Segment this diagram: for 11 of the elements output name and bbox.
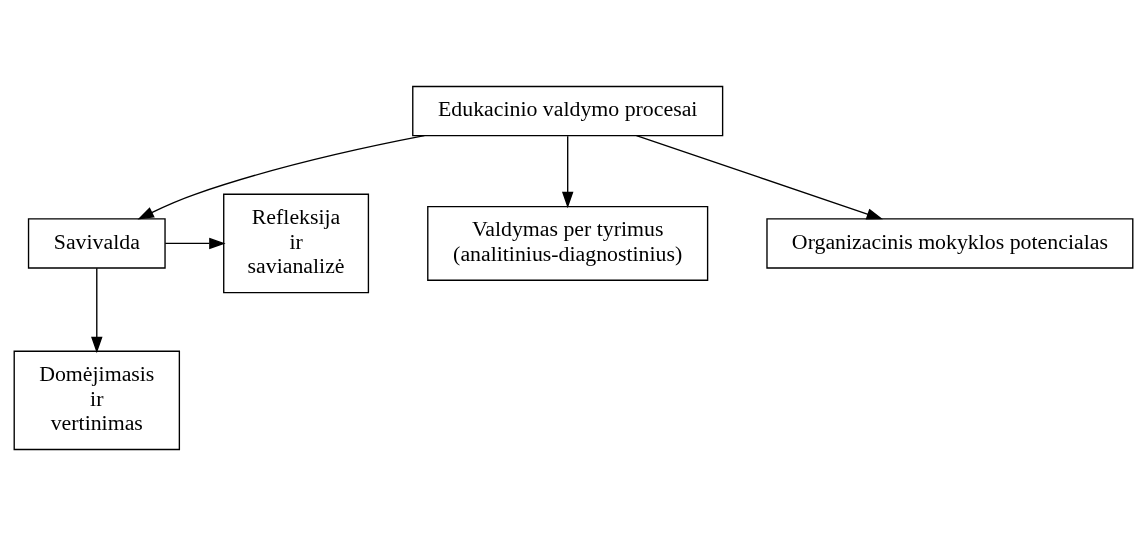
arrow: [561, 135, 574, 209]
node-box: Edukacinio valdymo procesai: [412, 85, 724, 137]
node-box: Valdymas per tyrimus (analitinius-diagnostinius): [427, 205, 709, 281]
node-box: Savivalda: [27, 218, 166, 269]
arrow: [635, 135, 883, 220]
node-box: Refleksija ir savianalizė: [223, 193, 370, 294]
node-box: Organizacinis mokyklos potencialas: [766, 218, 1134, 269]
arrow: [91, 267, 103, 354]
node-box: Domėjimasis ir vertinimas: [13, 350, 181, 451]
arrow: [137, 135, 426, 220]
arrow: [164, 237, 226, 250]
